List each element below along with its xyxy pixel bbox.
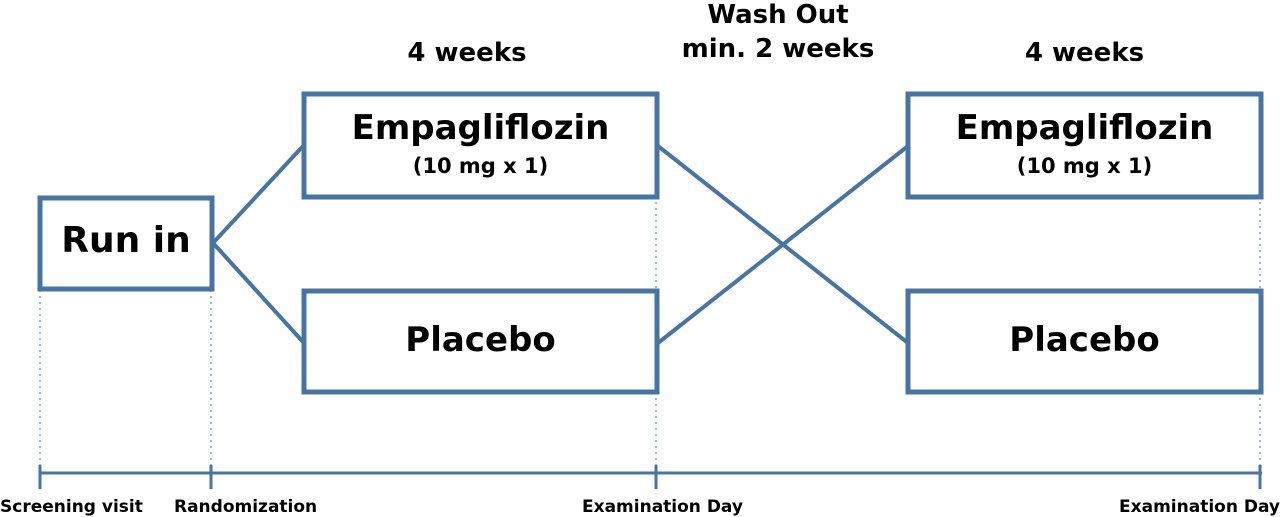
screening-visit-label: Screening visit [0, 497, 143, 517]
washout-duration: min. 2 weeks [681, 34, 875, 64]
examination-day-label-1: Examination Day [582, 497, 743, 517]
randomization-label: Randomization [174, 497, 318, 517]
period1-drug-dose: (10 mg x 1) [412, 154, 549, 178]
run-in-box [37, 195, 215, 292]
dotted-guides [39, 196, 1261, 472]
connectors [211, 143, 910, 345]
period1-duration-label: 4 weeks [407, 38, 527, 68]
period2-placebo-title: Placebo [1009, 320, 1160, 360]
period1-drug-title: Empagliflozin [351, 108, 610, 148]
washout-title: Wash Out [707, 0, 849, 30]
period1-placebo-box [301, 288, 660, 395]
period1-drug-box [301, 91, 660, 200]
boxes [37, 91, 1264, 395]
examination-day-label-2: Examination Day [1119, 497, 1280, 517]
timeline-axis [38, 465, 1262, 489]
period2-placebo-box [905, 288, 1264, 395]
crossover-placebo-to-drug [656, 144, 910, 345]
period1-placebo-title: Placebo [405, 320, 556, 360]
period2-drug-title: Empagliflozin [955, 108, 1214, 148]
period2-drug-dose: (10 mg x 1) [1016, 154, 1153, 178]
connector-runin-to-placebo [211, 241, 306, 345]
period2-drug-box [905, 91, 1264, 200]
connector-runin-to-drug [211, 143, 306, 245]
period2-duration-label: 4 weeks [1024, 38, 1145, 68]
run-in-label: Run in [61, 220, 191, 261]
